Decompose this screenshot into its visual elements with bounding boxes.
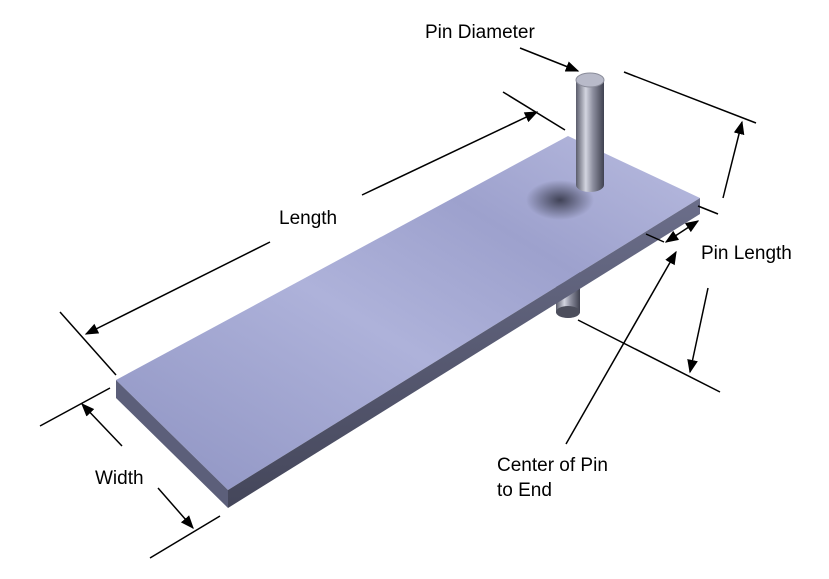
plate-top-face: [116, 136, 700, 490]
width-arrow-top: [81, 403, 123, 447]
pin-shadow: [526, 180, 594, 220]
width-extension-bottom: [149, 515, 221, 559]
pin-top: [575, 72, 605, 192]
pin-length-arrow-down: [687, 287, 709, 374]
dimension-lines: [39, 47, 757, 559]
pin-length-extension-top: [623, 71, 757, 124]
label-width: Width: [95, 468, 144, 489]
plate: [116, 136, 700, 508]
center-to-end-leader: [565, 250, 677, 445]
pin-length-extension-bottom: [577, 319, 721, 393]
center-extension-right: [697, 205, 719, 215]
center-extension-left: [645, 233, 665, 243]
length-extension-left: [59, 311, 117, 376]
width-arrow-bottom: [157, 487, 194, 530]
label-length: Length: [279, 208, 337, 229]
pin-length-arrow-up: [722, 120, 745, 199]
label-center-line1: Center of Pin: [497, 455, 608, 476]
length-arrow-left: [84, 241, 271, 335]
length-arrow-right: [361, 111, 539, 196]
label-pin-length: Pin Length: [701, 243, 792, 264]
label-pin-diameter: Pin Diameter: [425, 22, 535, 43]
width-extension-top: [39, 387, 111, 427]
plate-left-edge: [116, 380, 228, 508]
length-extension-right: [502, 91, 566, 131]
pin-diameter-arrow: [519, 47, 580, 72]
plate-front-edge: [228, 198, 700, 508]
label-center-line2: to End: [497, 480, 552, 501]
center-to-end-dimension: [664, 220, 700, 243]
